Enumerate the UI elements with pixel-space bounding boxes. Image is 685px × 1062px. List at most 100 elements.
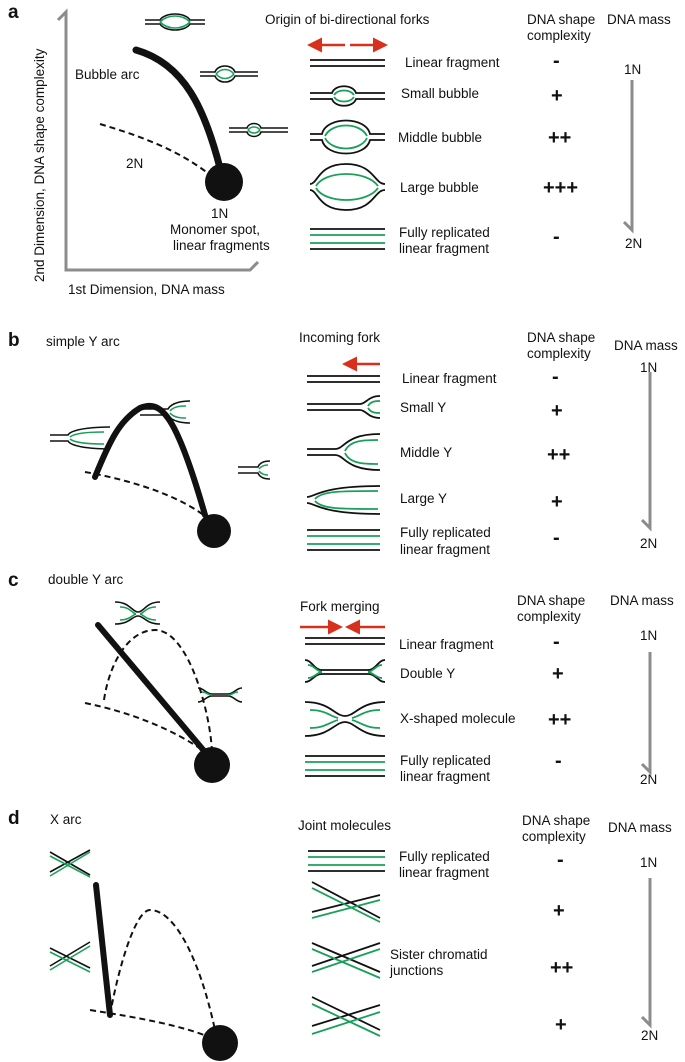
header-d: Joint molecules xyxy=(298,818,392,833)
graph-a-bubble-icon-2 xyxy=(200,65,258,83)
row-complexity: + xyxy=(551,491,563,513)
panel-letter-d: d xyxy=(8,808,20,829)
row-label-2: linear fragment xyxy=(399,241,490,256)
x-shaped-molecule-icon xyxy=(304,701,386,737)
row-complexity: +++ xyxy=(543,177,579,199)
fully-replicated-icon-c xyxy=(305,755,385,777)
junction-icon-2 xyxy=(311,942,381,979)
col-shape-b-1: DNA shape xyxy=(527,330,596,345)
row-complexity: ++ xyxy=(550,957,574,979)
mass-bar-d xyxy=(640,878,652,1029)
col-shape-d-1: DNA shape xyxy=(522,813,591,828)
row-label-2: linear fragment xyxy=(399,865,490,880)
double-y-dashed xyxy=(103,628,213,756)
col-shape-c-2: complexity xyxy=(517,609,581,624)
monomer-spot-c xyxy=(194,747,230,783)
row-complexity: - xyxy=(553,631,560,653)
linear-fragment-icon-c xyxy=(305,637,385,645)
header-a: Origin of bi-directional forks xyxy=(265,12,430,27)
fully-replicated-icon-d xyxy=(308,850,385,872)
small-y-icon xyxy=(307,395,381,419)
x-arc-dashed xyxy=(109,908,216,1031)
row-complexity: + xyxy=(551,85,563,107)
col-mass-b: DNA mass xyxy=(614,338,678,353)
double-y-icon xyxy=(304,659,386,683)
row-complexity: ++ xyxy=(547,444,571,466)
row-label-2: linear fragment xyxy=(400,769,491,784)
graph-a-bubble-icon-3 xyxy=(229,122,288,138)
mass-bar-a xyxy=(622,80,634,234)
row-label-2: linear fragment xyxy=(400,542,491,557)
simple-y-arc-label: simple Y arc xyxy=(46,334,120,349)
linear-fragment-icon-a xyxy=(310,59,385,67)
graph-c-doubley-icon xyxy=(197,687,243,703)
row-complexity: - xyxy=(555,750,562,772)
small-bubble-icon xyxy=(310,85,385,107)
x-arc xyxy=(93,882,113,1018)
mass-start-d: 1N xyxy=(640,855,658,870)
row-complexity: + xyxy=(553,900,565,922)
graph-d-x-icon-2 xyxy=(49,941,91,973)
row-complexity: - xyxy=(553,50,560,72)
row-complexity: - xyxy=(553,226,560,248)
row-label: Linear fragment xyxy=(405,55,500,70)
row-label: Double Y xyxy=(400,666,456,681)
bubble-arc xyxy=(132,46,224,172)
mass-end-b: 2N xyxy=(640,536,658,551)
graph-b-y-icon-2 xyxy=(140,400,191,424)
row-complexity: - xyxy=(552,366,559,388)
header-b: Incoming fork xyxy=(299,330,381,345)
row-complexity: + xyxy=(555,1014,567,1036)
x-axis-label: 1st Dimension, DNA mass xyxy=(68,282,225,297)
junction-icon-1 xyxy=(311,881,381,923)
row-complexity: + xyxy=(551,400,563,422)
mass-end-a: 2N xyxy=(625,236,643,251)
row-label: Linear fragment xyxy=(399,637,494,652)
graph-d-x-icon-1 xyxy=(49,849,91,878)
row-label: Small bubble xyxy=(401,86,480,101)
panel-letter-c: c xyxy=(8,570,19,591)
bubble-arc-label: Bubble arc xyxy=(75,67,140,82)
col-shape-d-2: complexity xyxy=(522,829,586,844)
monomer-spot-d xyxy=(202,1025,238,1061)
monomer-spot-b xyxy=(197,514,231,548)
mass-start-a: 1N xyxy=(624,62,642,77)
row-label: Linear fragment xyxy=(402,371,497,386)
monomer-label-2: linear fragments xyxy=(173,238,270,253)
double-y-arc xyxy=(95,622,208,755)
label-1n-a: 1N xyxy=(211,206,229,221)
mass-start-b: 1N xyxy=(640,360,658,375)
col-shape-a-2: complexity xyxy=(527,28,591,43)
2n-arc-d xyxy=(89,1009,213,1039)
panel-a-axes xyxy=(56,8,260,272)
2n-arc-c xyxy=(84,702,206,753)
row-label: Middle bubble xyxy=(398,130,483,145)
row-complexity: + xyxy=(552,663,564,685)
row-label: Large bubble xyxy=(400,180,479,195)
large-bubble-icon xyxy=(309,163,386,211)
row-label: X-shaped molecule xyxy=(400,711,516,726)
double-y-arc-label: double Y arc xyxy=(48,572,124,587)
row-label: Large Y xyxy=(400,491,448,506)
row-label-2: junctions xyxy=(390,963,444,978)
col-shape-c-1: DNA shape xyxy=(517,593,586,608)
x-arc-label: X arc xyxy=(50,812,82,827)
mass-bar-b xyxy=(640,372,652,532)
row-complexity: - xyxy=(557,849,564,871)
col-mass-c: DNA mass xyxy=(610,593,674,608)
col-mass-d: DNA mass xyxy=(608,820,672,835)
row-label-1: Fully replicated xyxy=(400,753,491,768)
col-shape-b-2: complexity xyxy=(527,346,591,361)
large-y-icon xyxy=(306,485,381,515)
linear-fragment-icon-b xyxy=(307,375,380,383)
col-mass-a: DNA mass xyxy=(607,12,671,27)
row-label: Middle Y xyxy=(400,445,453,460)
2n-arc-b xyxy=(84,471,211,521)
mass-end-d: 2N xyxy=(641,1028,659,1043)
graph-c-x-icon xyxy=(114,601,161,625)
label-2n-a: 2N xyxy=(126,156,144,171)
row-complexity: ++ xyxy=(548,709,572,731)
y-axis-label: 2nd Dimension, DNA shape complexity xyxy=(32,48,47,282)
graph-a-bubble-icon-1 xyxy=(145,13,205,31)
row-label-1: Fully replicated xyxy=(400,525,491,540)
